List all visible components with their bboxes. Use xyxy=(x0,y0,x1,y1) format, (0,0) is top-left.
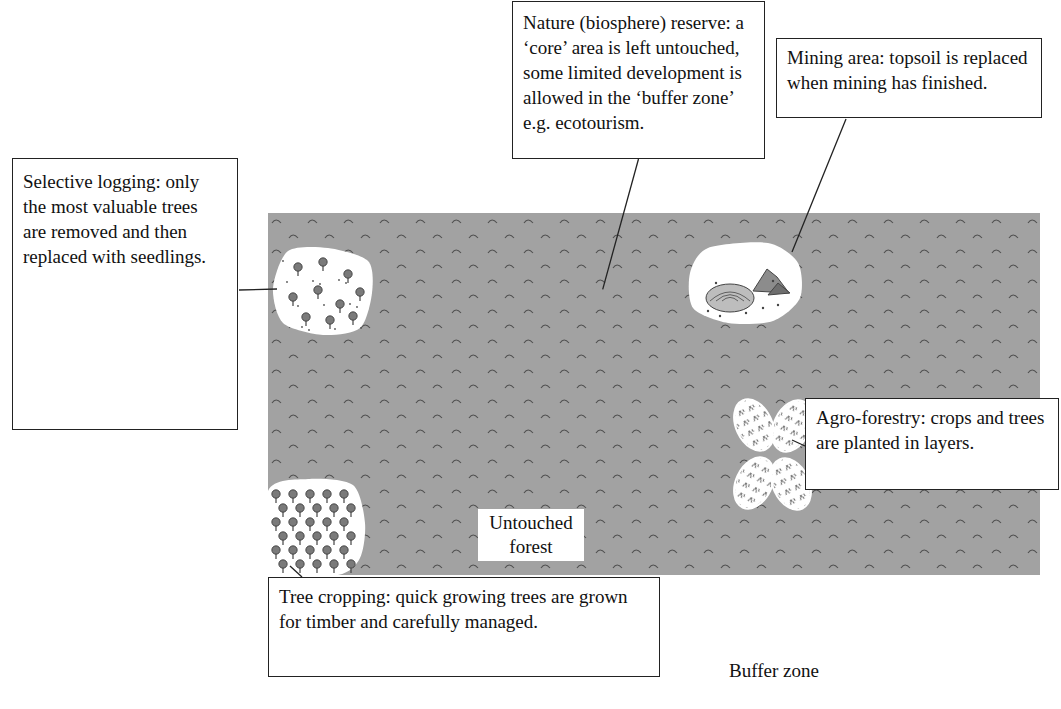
logging-tree xyxy=(356,288,364,301)
crop-tree xyxy=(289,518,297,531)
callout-text: Agro-forestry: crops and trees are plant… xyxy=(816,405,1048,455)
callout-text: Mining area: topsoil is replaced when mi… xyxy=(787,45,1031,95)
crop-tree xyxy=(289,490,297,503)
logging-tree xyxy=(344,270,352,283)
seedling-dot xyxy=(334,328,336,330)
logging-tree xyxy=(294,263,302,276)
crop-tree xyxy=(313,504,321,517)
seedling-dot xyxy=(297,305,299,307)
callout-text: Selective logging: only the most valuabl… xyxy=(23,169,209,269)
crop-tree xyxy=(296,560,304,573)
seedling-dot xyxy=(301,326,303,328)
crop-tree xyxy=(296,504,304,517)
rock-dot xyxy=(719,315,721,317)
rock-dot xyxy=(707,310,709,312)
crop-tree xyxy=(347,532,355,545)
zone-label: Buffer zone xyxy=(721,658,827,685)
seedling-dot xyxy=(338,279,340,281)
logging-tree xyxy=(302,313,310,326)
mining-pit xyxy=(706,269,790,312)
crop-tree xyxy=(330,532,338,545)
seedling-dot xyxy=(308,329,310,331)
seedling-dot xyxy=(286,281,288,283)
crop-tree xyxy=(347,560,355,573)
crop-tree xyxy=(313,532,321,545)
crop-tree xyxy=(347,504,355,517)
crop-tree xyxy=(279,532,287,545)
crop-tree xyxy=(330,560,338,573)
seedling-dot xyxy=(345,282,347,284)
crop-tree xyxy=(306,490,314,503)
crop-tree xyxy=(272,546,280,559)
crop-tree xyxy=(340,490,348,503)
forest-region: Buffer zoneUntouched forest xyxy=(268,213,1040,575)
forest-illustration xyxy=(268,213,1040,575)
crop-tree xyxy=(340,518,348,531)
crop-tree xyxy=(279,504,287,517)
crop-tree xyxy=(272,518,280,531)
rock-dot xyxy=(762,307,764,309)
logging-tree xyxy=(314,286,322,299)
seedling-dot xyxy=(360,327,362,329)
logging-tree xyxy=(326,316,334,329)
seedling-dot xyxy=(319,283,321,285)
logging-tree xyxy=(289,293,297,306)
rock-dot xyxy=(772,280,774,282)
crop-tree xyxy=(313,560,321,573)
seedling-dot xyxy=(282,260,284,262)
callout-text: Nature (biosphere) reserve: a ‘core’ are… xyxy=(523,10,754,135)
crop-tree xyxy=(306,518,314,531)
seedling-dot xyxy=(356,306,358,308)
crop-tree xyxy=(330,504,338,517)
crop-tree xyxy=(289,546,297,559)
crop-tree xyxy=(272,490,280,503)
crop-tree xyxy=(296,532,304,545)
callout-box: Nature (biosphere) reserve: a ‘core’ are… xyxy=(512,1,765,159)
logging-area xyxy=(273,247,373,335)
callout-box: Agro-forestry: crops and trees are plant… xyxy=(805,398,1059,490)
crop-tree xyxy=(340,546,348,559)
seedling-dot xyxy=(312,280,314,282)
callout-box: Selective logging: only the most valuabl… xyxy=(12,158,238,430)
logging-tree xyxy=(336,300,344,313)
crop-tree xyxy=(306,546,314,559)
logging-tree xyxy=(349,312,357,325)
tree-crop-area xyxy=(262,479,365,581)
rock-dot xyxy=(745,312,747,314)
callout-text: Tree cropping: quick growing trees are g… xyxy=(279,584,649,634)
region-label: Untouched forest xyxy=(478,509,584,561)
forest-ground xyxy=(268,213,1040,575)
rock-dot xyxy=(777,304,779,306)
crop-tree xyxy=(279,560,287,573)
rock-dot xyxy=(715,282,717,284)
callout-box: Mining area: topsoil is replaced when mi… xyxy=(776,38,1042,118)
seedling-dot xyxy=(323,304,325,306)
crop-tree xyxy=(323,546,331,559)
seedling-dot xyxy=(349,303,351,305)
mining-area xyxy=(689,242,802,324)
callout-box: Tree cropping: quick growing trees are g… xyxy=(268,577,660,677)
crop-tree xyxy=(323,490,331,503)
crop-tree xyxy=(323,518,331,531)
logging-tree xyxy=(319,258,327,271)
